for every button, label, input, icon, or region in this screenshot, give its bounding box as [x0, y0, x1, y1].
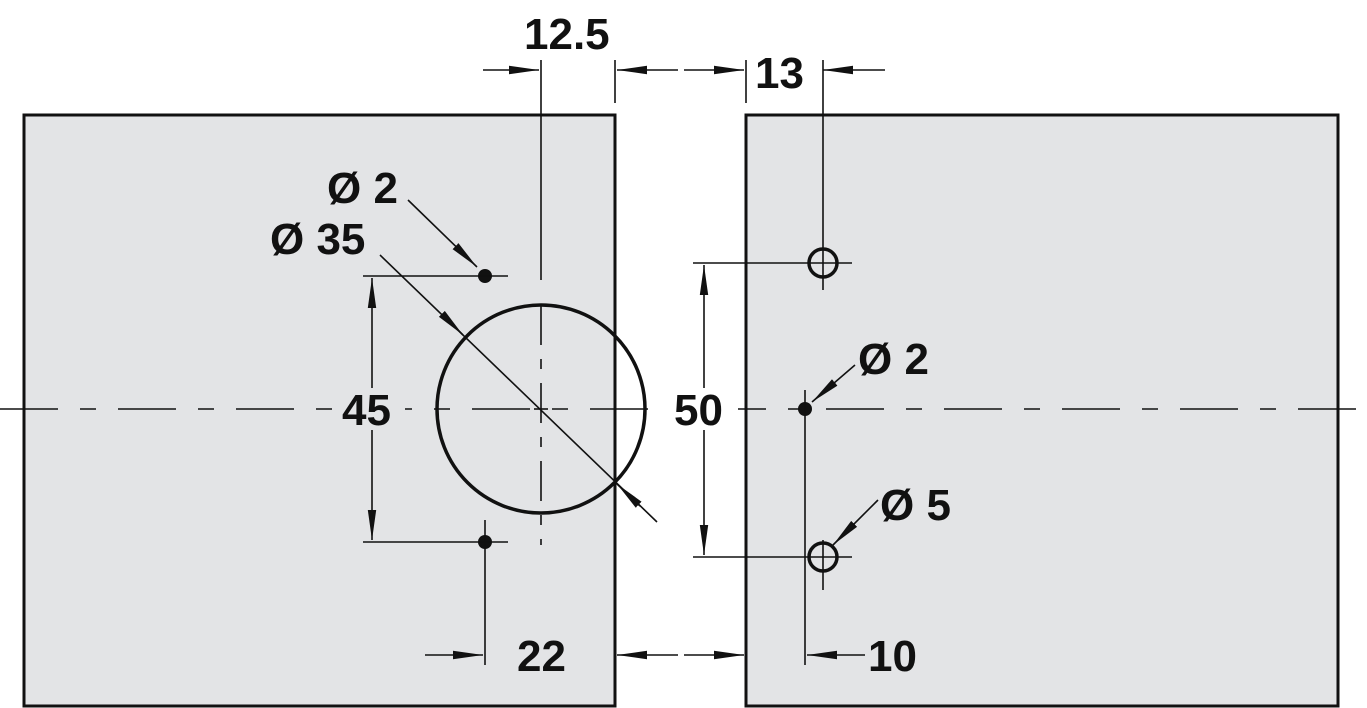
label-gap: 13 — [755, 49, 804, 98]
plate-hole-leader — [832, 499, 879, 546]
label-plate-pilot-diameter: Ø 2 — [858, 335, 929, 384]
cabinet-panel — [744, 113, 1340, 708]
cup-diameter-arrow-a — [438, 310, 464, 336]
label-45-bg — [335, 388, 405, 430]
label-cup-edge-distance: 22 — [517, 632, 566, 681]
door-panel — [22, 113, 617, 708]
door-hole-leader — [407, 199, 478, 268]
label-door-hole-spacing: 45 — [342, 386, 391, 435]
label-door-hole-diameter: Ø 2 — [327, 164, 398, 213]
label-plate-edge-distance: 10 — [868, 632, 917, 681]
label-50-bg — [670, 388, 738, 430]
cup-diameter-arrow-b — [616, 483, 642, 508]
label-plate-hole-diameter: Ø 5 — [880, 481, 951, 530]
plate-pilot-leader — [811, 364, 856, 403]
cup-diameter-leader — [379, 254, 658, 523]
label-cup-diameter: Ø 35 — [270, 215, 365, 264]
label-plate-hole-spacing: 50 — [674, 386, 723, 435]
label-top-offset: 12.5 — [524, 10, 610, 59]
